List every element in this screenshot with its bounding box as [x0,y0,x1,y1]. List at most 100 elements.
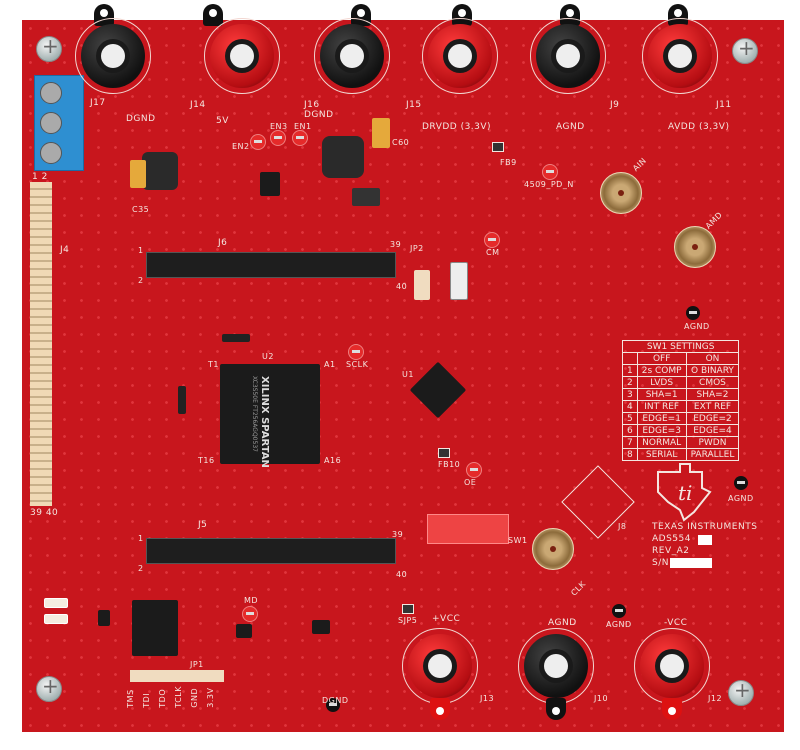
dip-switch-sw1-label: SW1 [508,536,528,545]
screw-bottom-right [728,678,754,706]
jtag-pin-tms: TMS [126,689,135,708]
header-j6[interactable] [146,252,396,278]
header-j6-ref: J6 [218,238,228,248]
ferrite-fb10 [402,604,414,614]
jumper-jp2-label: JP2 [410,244,424,253]
sma-j1-amd[interactable] [674,226,716,268]
jack-j9-ref: J9 [610,100,620,110]
ferrite-fb10-label: SJP5 [398,616,418,625]
switch-s1[interactable] [450,262,468,300]
testpoint-tp12[interactable] [270,130,286,146]
jack-j12-vcc-neg[interactable] [634,628,710,704]
fpga-part: XC3S50E [251,376,258,403]
led-d3 [44,598,68,608]
sw1-col-on: ON [685,352,740,365]
fpga-brand: XILINX [259,376,270,414]
testpoint-tp8-label: DGND [322,696,349,705]
terminal-block-j22[interactable] [34,75,84,171]
jack-j16-dgnd[interactable] [314,18,390,94]
jack-j13-label: +VCC [432,614,461,624]
model-suffix-box [698,535,712,545]
header-j5-pin1: 1 [138,534,144,543]
jack-j10-label: AGND [548,618,577,628]
sw1-settings-title: SW1 SETTINGS [621,340,740,353]
fpga-corner-a1: A1 [324,360,336,369]
header-j4-bottom-label: 39 40 [30,508,59,518]
pcb-board: 1 2 J4 39 40 J17 DGND J14 5V J16 DGND J1… [22,4,784,732]
fpga-u2: XILINX SPARTAN XC3S50E FT256AGQ0537 [220,364,320,468]
jumper-jp2[interactable] [414,270,430,300]
testpoint-tp9[interactable] [242,606,258,622]
jack-j17-label: DGND [126,114,156,124]
jack-j10-ref: J10 [594,694,609,703]
testpoint-tp5-label: AGND [684,322,710,331]
header-j6-pin40: 40 [396,282,408,291]
header-j4-ref: J4 [60,245,70,255]
header-j4-top-label: 1 2 [32,172,48,182]
jack-j16-label: DGND [304,110,334,120]
inductor-l2 [142,152,178,190]
svg-text:ti: ti [678,481,692,505]
sma-j7-clk[interactable] [532,528,574,570]
jack-j14-5v[interactable] [204,18,280,94]
serial-label: S/N [652,558,669,568]
screw-top-left [36,34,62,62]
header-j6-pin2: 2 [138,276,144,285]
header-j5-ref: J5 [198,520,208,530]
testpoint-tp7-label: AGND [728,494,754,503]
testpoint-tp3-label: 4509_PD_N [524,180,574,189]
jack-j10-agnd[interactable] [518,628,594,704]
header-j6-pin39: 39 [390,240,402,249]
header-j5-pin40: 40 [396,570,408,579]
testpoint-tp4[interactable] [466,462,482,478]
jack-j11-avdd[interactable] [642,18,718,94]
led-d4 [44,614,68,624]
testpoint-tp13[interactable] [250,134,266,150]
testpoint-tp8[interactable] [326,698,340,712]
jack-j15-label: DRVDD (3.3V) [422,122,492,132]
testpoint-tp3[interactable] [542,164,558,180]
ferrite-fb9-label: FB10 [438,460,461,469]
ferrite-fb9 [438,448,450,458]
sma-j3-ain[interactable] [600,172,642,214]
chip-u9 [312,620,330,634]
testpoint-tp11[interactable] [292,130,308,146]
testpoint-tp12-label: EN3 [270,122,288,131]
testpoint-tp10-label: SCLK [346,360,369,369]
testpoint-tp10[interactable] [348,344,364,360]
jack-j16-ref: J16 [304,100,320,110]
fpga-corner-a16: A16 [324,456,342,465]
jack-j15-drvdd[interactable] [422,18,498,94]
diode-d1 [352,188,380,206]
testpoint-tp1[interactable] [484,232,500,248]
brand-revision: REV_A2 [652,546,690,556]
testpoint-tp4-label: OE [464,478,477,487]
chip-u6 [260,172,280,196]
fpga-corner-t1: T1 [208,360,219,369]
sw1-col-off: OFF [636,352,687,365]
screw-top-right [732,36,758,64]
jack-j15-ref: J15 [406,100,422,110]
testpoint-tp6[interactable] [612,604,626,618]
serial-number-box [670,558,712,568]
testpoint-tp5[interactable] [686,306,700,320]
dip-switch-sw1[interactable] [427,514,509,544]
jtag-header-jp1[interactable] [130,670,224,682]
brand-model: ADS554 [652,534,691,544]
jack-j9-agnd[interactable] [530,18,606,94]
testpoint-tp7[interactable] [734,476,748,490]
jack-j13-vcc-pos[interactable] [402,628,478,704]
jack-j17-ref: J17 [90,98,106,108]
screw-bottom-left [36,674,62,702]
testpoint-tp1-label: CM [486,248,500,257]
testpoint-tp11-label: EN1 [294,122,312,131]
jack-j17-dgnd[interactable] [75,18,151,94]
header-j5[interactable] [146,538,396,564]
jtag-pin-3v3: 3.3V [206,687,215,708]
jtag-header-jp1-ref: JP1 [190,660,204,669]
header-j4[interactable] [30,182,52,506]
